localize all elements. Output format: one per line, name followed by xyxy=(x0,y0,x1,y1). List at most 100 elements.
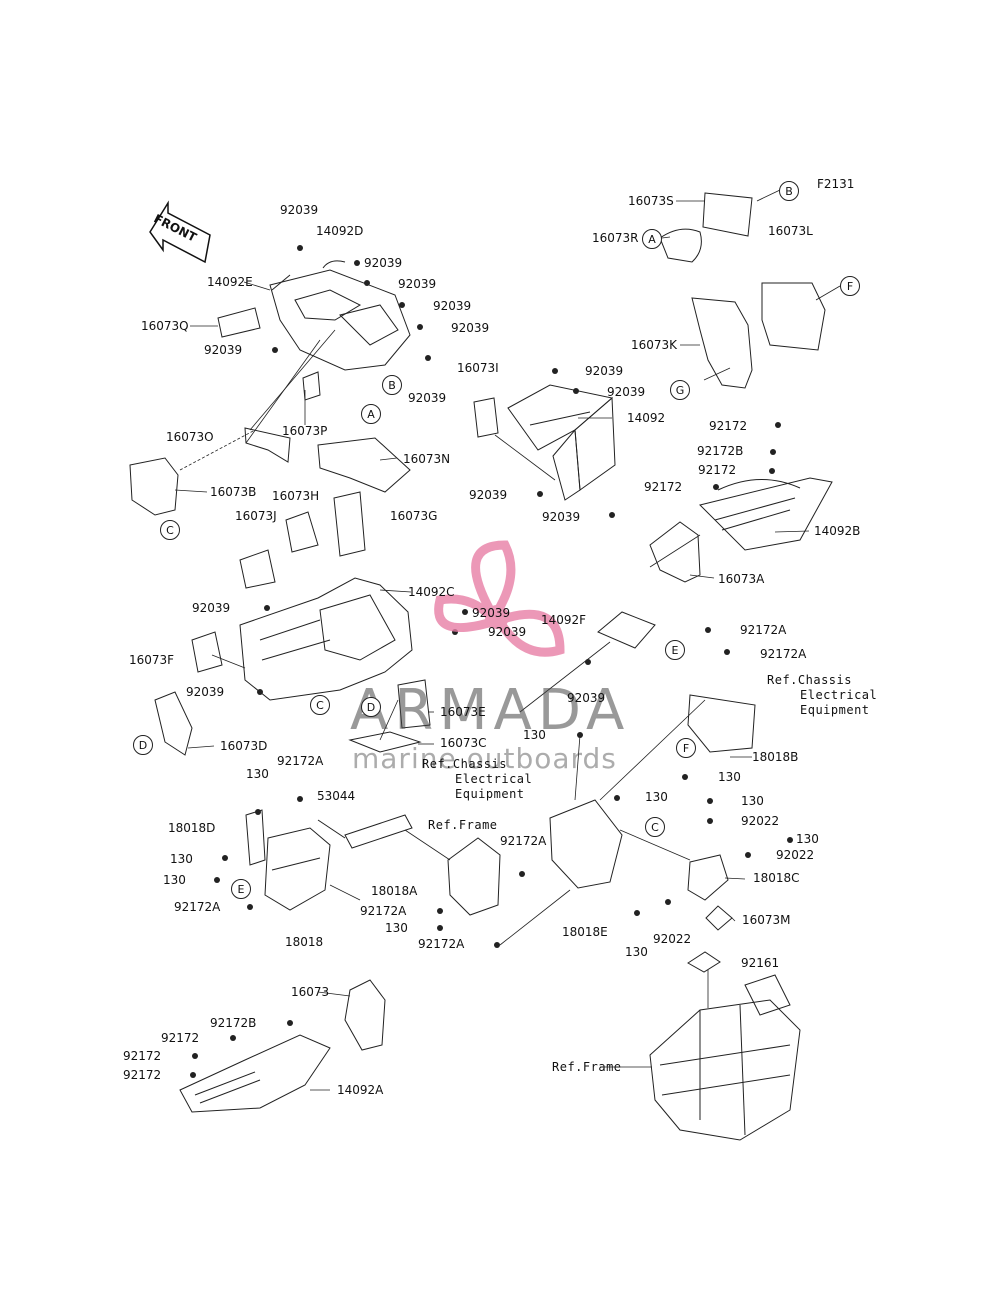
panel-16073N xyxy=(317,437,411,493)
label-92172-d: 92172 xyxy=(161,1031,200,1045)
label-130-d: 130 xyxy=(741,794,764,808)
ref-frame-a: Ref.Frame xyxy=(428,818,498,832)
label-14092e: 14092E xyxy=(207,275,253,289)
label-92022-a: 92022 xyxy=(741,814,780,828)
panel-16073L xyxy=(761,282,826,351)
label-14092c: 14092C xyxy=(408,585,455,599)
callout-f2: F xyxy=(676,738,696,758)
panel-16073Q xyxy=(217,307,261,338)
label-130-i: 130 xyxy=(163,873,186,887)
plate-92161 xyxy=(687,951,721,973)
label-16073c: 16073C xyxy=(440,736,487,750)
figure-code: F2131 xyxy=(817,177,855,191)
label-16073o: 16073O xyxy=(166,430,214,444)
label-16073d: 16073D xyxy=(220,739,268,753)
label-92172-c: 92172 xyxy=(644,480,683,494)
label-130-f: 130 xyxy=(625,945,648,959)
callout-e: E xyxy=(665,640,685,660)
label-14092f: 14092F xyxy=(541,613,587,627)
ref-chassis-b1: Ref.Chassis xyxy=(422,757,507,771)
label-16073m: 16073M xyxy=(742,913,791,927)
panel-16073I xyxy=(473,397,499,438)
callout-g: G xyxy=(670,380,690,400)
label-16073q: 16073Q xyxy=(141,319,189,333)
panel-16073G xyxy=(333,491,366,557)
label-130-c: 130 xyxy=(645,790,668,804)
callout-c: C xyxy=(160,520,180,540)
label-18018e: 18018E xyxy=(562,925,608,939)
label-92039-h: 92039 xyxy=(585,364,624,378)
tray-14092A xyxy=(179,1034,331,1113)
label-92172a-g: 92172A xyxy=(418,937,465,951)
panel-16073B xyxy=(129,457,179,516)
panel-16073K xyxy=(691,297,753,389)
label-18018: 18018 xyxy=(285,935,324,949)
label-92039-b: 92039 xyxy=(364,256,403,270)
callout-d2: D xyxy=(133,735,153,755)
label-16073j: 16073J xyxy=(235,509,277,523)
label-16073f: 16073F xyxy=(129,653,175,667)
label-130-a: 130 xyxy=(523,728,546,742)
ref-frame-b: Ref.Frame xyxy=(552,1060,622,1074)
label-14092d: 14092D xyxy=(316,224,364,238)
callout-a2: A xyxy=(361,404,381,424)
label-16073a: 16073A xyxy=(718,572,765,586)
guard-18018C xyxy=(687,854,729,901)
label-92172a-a: 92172A xyxy=(740,623,787,637)
panel-16073A xyxy=(649,521,701,583)
callout-e2: E xyxy=(231,879,251,899)
guard-18018E xyxy=(549,799,623,889)
box-14092 xyxy=(507,384,616,501)
label-92039-m: 92039 xyxy=(472,606,511,620)
label-92039-p: 92039 xyxy=(567,691,606,705)
label-130-g: 130 xyxy=(246,767,269,781)
label-92039-k: 92039 xyxy=(542,510,581,524)
label-92172a-b: 92172A xyxy=(760,647,807,661)
label-92022-c: 92022 xyxy=(653,932,692,946)
label-14092a: 14092A xyxy=(337,1083,384,1097)
panel-16073D xyxy=(154,691,193,756)
label-92039-e: 92039 xyxy=(451,321,490,335)
label-92172a-d: 92172A xyxy=(500,834,547,848)
label-92039-i: 92039 xyxy=(607,385,646,399)
guard-18018B xyxy=(687,694,756,753)
label-14092: 14092 xyxy=(627,411,666,425)
label-92039-j: 92039 xyxy=(469,488,508,502)
console-14092E xyxy=(269,260,411,371)
label-92039-g: 92039 xyxy=(408,391,447,405)
panel-16073E xyxy=(397,679,431,729)
tray-14092B xyxy=(699,477,833,551)
callout-f: F xyxy=(840,276,860,296)
label-16073: 16073 xyxy=(291,985,330,999)
label-92172-f: 92172 xyxy=(123,1068,162,1082)
callout-c3: C xyxy=(645,817,665,837)
label-92172b-b: 92172B xyxy=(210,1016,257,1030)
label-92172a-e: 92172A xyxy=(174,900,221,914)
ref-chassis-2: Electrical xyxy=(800,688,878,702)
label-92172b-a: 92172B xyxy=(697,444,744,458)
callout-b2: B xyxy=(382,375,402,395)
label-92039-f: 92039 xyxy=(204,343,243,357)
label-130-b: 130 xyxy=(718,770,741,784)
label-18018d: 18018D xyxy=(168,821,216,835)
ref-chassis-b3: Equipment xyxy=(455,787,525,801)
callout-c2: C xyxy=(310,695,330,715)
label-16073r: 16073R xyxy=(592,231,639,245)
label-16073i: 16073I xyxy=(457,361,499,375)
label-92172-b: 92172 xyxy=(698,463,737,477)
label-18018a: 18018A xyxy=(371,884,418,898)
panel-16073R xyxy=(659,228,702,263)
panel-16073H xyxy=(285,511,319,553)
label-16073b: 16073B xyxy=(210,485,257,499)
label-16073s: 16073S xyxy=(628,194,674,208)
watermark-logo-icon xyxy=(434,540,565,657)
ref-chassis-b2: Electrical xyxy=(455,772,533,786)
label-53044: 53044 xyxy=(317,789,356,803)
callout-d: D xyxy=(361,697,381,717)
label-92172a-f: 92172A xyxy=(360,904,407,918)
watermark-title: ARMADA xyxy=(350,678,631,743)
label-18018c: 18018C xyxy=(753,871,800,885)
plate-16073M xyxy=(705,905,733,931)
watermark-subtitle: marine outboards xyxy=(352,742,617,775)
